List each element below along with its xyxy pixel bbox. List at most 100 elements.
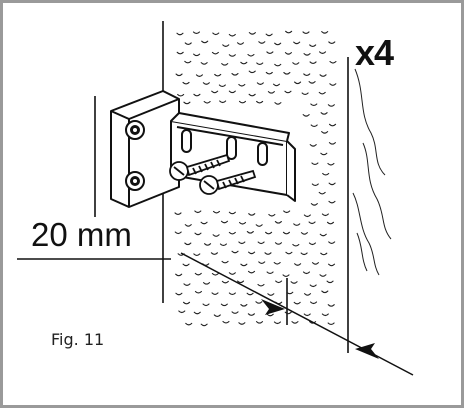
grain-mark — [318, 51, 327, 54]
figure-caption: Fig. 11 — [51, 330, 105, 349]
grain-mark — [175, 73, 183, 77]
grain-mark — [200, 62, 208, 65]
grain-mark — [265, 231, 273, 235]
grain-mark — [182, 263, 190, 267]
grain-mark — [228, 272, 236, 275]
grain-mark — [228, 90, 236, 94]
grain-mark — [248, 213, 256, 216]
slotted-bracket-icon — [170, 112, 296, 202]
grain-mark — [238, 83, 246, 87]
bracket-plate-icon — [110, 90, 180, 208]
grain-mark — [183, 283, 191, 286]
grain-mark — [284, 52, 292, 55]
arrow-left — [261, 299, 285, 315]
grain-mark — [309, 284, 317, 288]
grain-mark — [303, 53, 311, 56]
grain-mark — [212, 210, 221, 214]
grain-mark — [320, 252, 328, 256]
grain-mark — [256, 82, 264, 85]
grain-mark — [327, 263, 336, 267]
grain-mark — [255, 224, 263, 227]
grain-mark — [310, 103, 318, 107]
grain-mark — [274, 242, 283, 245]
grain-mark — [176, 32, 184, 36]
grain-mark — [211, 292, 219, 295]
grain-mark — [292, 243, 300, 247]
grain-mark — [182, 81, 190, 85]
grain-mark — [266, 313, 274, 317]
assembly-illustration — [17, 21, 414, 376]
grain-mark — [274, 221, 282, 224]
grain-mark — [282, 274, 290, 277]
grain-mark — [257, 241, 265, 245]
grain-mark — [321, 31, 329, 34]
grain-mark — [176, 51, 184, 55]
grain-mark — [184, 224, 192, 227]
grain-mark — [238, 241, 246, 245]
grain-mark — [273, 261, 281, 265]
grain-mark — [283, 210, 291, 214]
grain-mark — [328, 200, 336, 204]
grain-mark — [211, 272, 219, 276]
grain-mark — [193, 93, 201, 97]
grain-mark — [240, 61, 248, 65]
grain-mark — [318, 91, 326, 95]
grain-mark — [200, 323, 208, 327]
grain-mark — [212, 32, 220, 36]
grain-mark — [220, 220, 229, 224]
grain-mark — [301, 92, 309, 95]
grain-mark — [321, 213, 329, 217]
grain-mark — [194, 232, 202, 236]
grain-mark — [319, 274, 327, 277]
grain-mark — [246, 231, 254, 234]
grain-mark — [228, 292, 236, 296]
grain-mark — [175, 292, 183, 296]
grain-mark — [211, 90, 219, 94]
grain-mark — [211, 51, 219, 55]
grain-mark — [255, 321, 264, 324]
arrow-right — [355, 343, 379, 359]
grain-mark — [213, 314, 221, 317]
plate-screw-top — [125, 120, 145, 140]
grain-mark — [258, 261, 266, 264]
grain-mark — [201, 40, 209, 44]
grain-mark — [256, 62, 264, 66]
grain-mark — [328, 123, 337, 127]
grain-mark — [228, 54, 236, 57]
grain-mark — [303, 313, 311, 317]
grain-mark — [321, 313, 329, 317]
grain-mark — [185, 322, 193, 326]
grain-mark — [228, 33, 236, 37]
grain-mark — [319, 74, 327, 77]
grain-mark — [222, 44, 230, 47]
grain-mark — [184, 60, 192, 64]
grain-mark — [183, 101, 191, 105]
grain-mark — [248, 32, 256, 35]
grain-mark — [184, 42, 192, 45]
grain-mark — [310, 203, 318, 206]
grain-mark — [328, 142, 336, 145]
grain-mark — [329, 60, 337, 64]
grain-mark — [300, 252, 308, 256]
grain-mark — [264, 252, 272, 255]
grain-mark — [291, 321, 299, 324]
grain-mark — [219, 100, 227, 104]
grain-mark — [193, 311, 201, 315]
grain-mark — [328, 182, 336, 186]
grain-mark — [302, 31, 310, 34]
grain-mark — [282, 231, 291, 235]
grain-mark — [308, 81, 316, 84]
panel-edge-grain — [352, 68, 392, 276]
wood-grain-texture — [174, 30, 337, 327]
grain-mark — [247, 270, 256, 274]
grain-mark — [178, 310, 186, 314]
grain-mark — [266, 51, 274, 54]
grain-mark — [309, 44, 317, 47]
grain-mark — [300, 232, 308, 235]
grain-mark — [221, 63, 229, 66]
grain-mark — [327, 322, 335, 325]
grain-mark — [302, 114, 310, 117]
grain-mark — [322, 172, 330, 176]
grain-mark — [203, 100, 211, 104]
